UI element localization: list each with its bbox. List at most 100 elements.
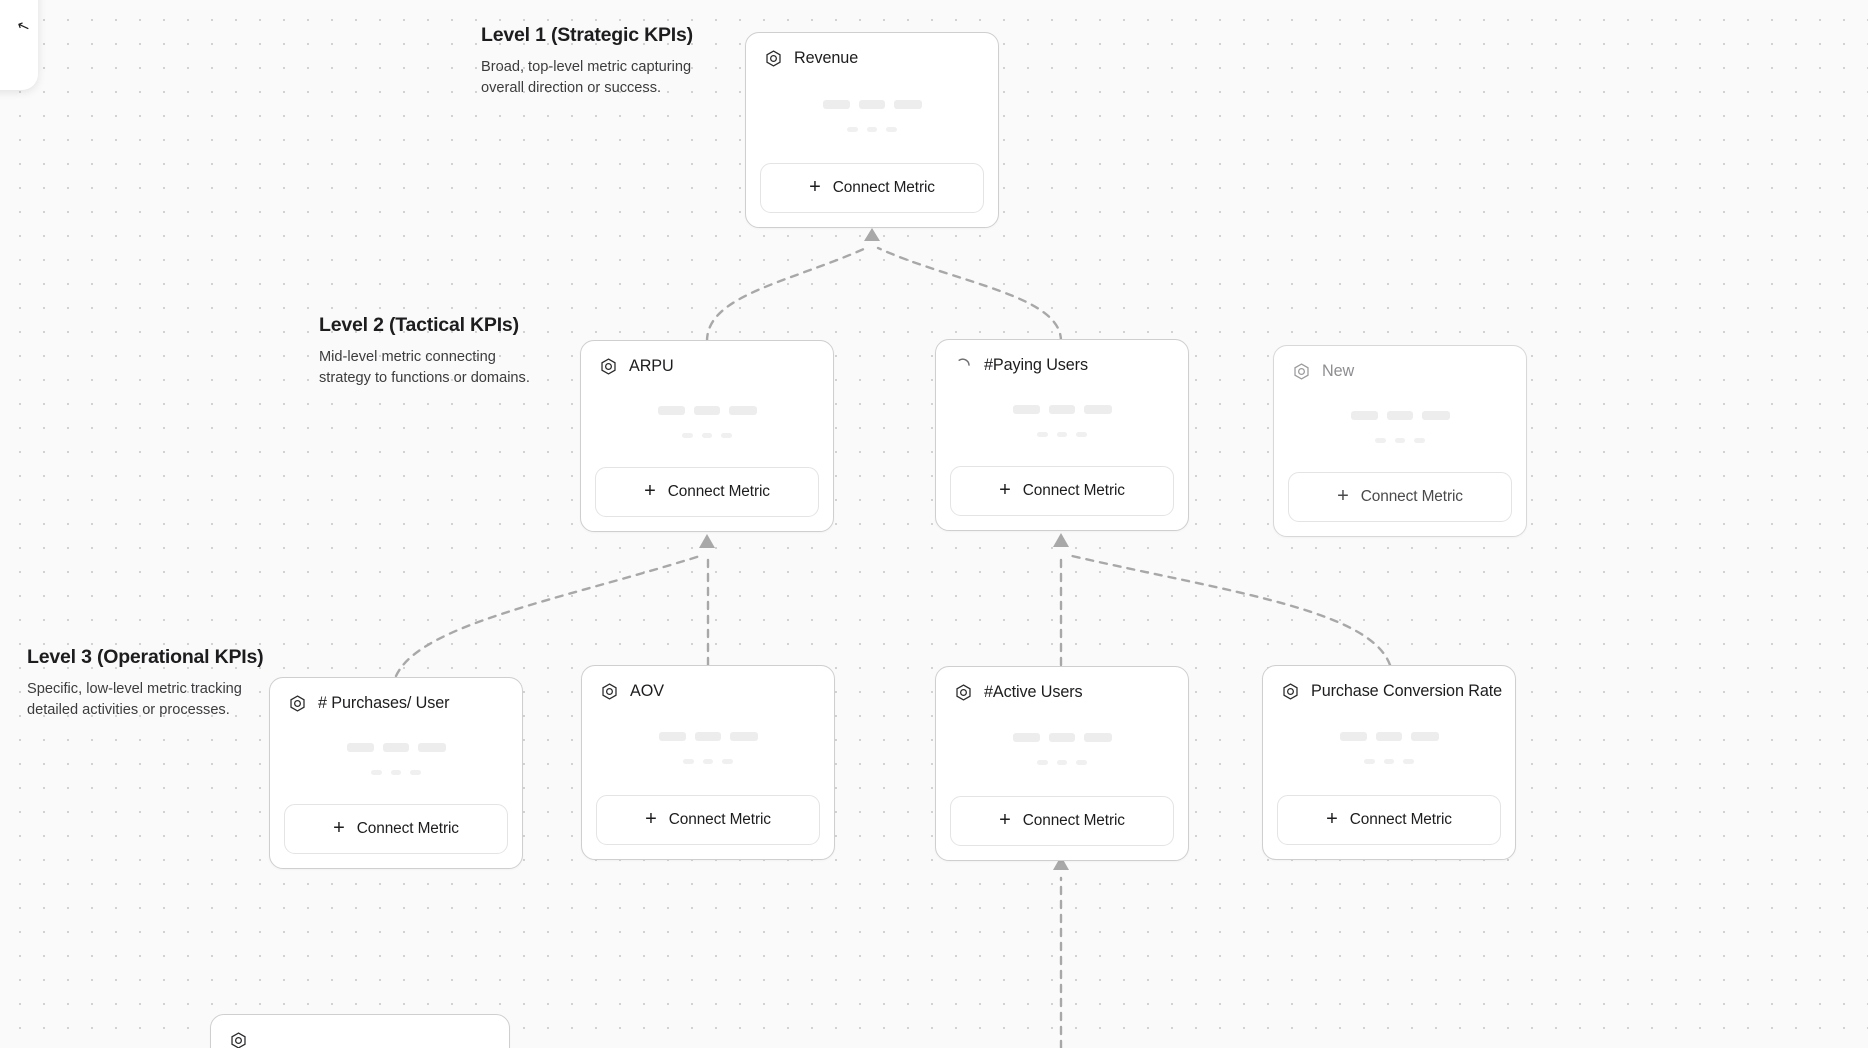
level-1-title: Level 1 (Strategic KPIs) xyxy=(481,24,693,46)
metric-card-paying-users[interactable]: #Paying Users + Connect Metric xyxy=(935,339,1189,531)
metric-card-new[interactable]: New + Connect Metric xyxy=(1273,345,1527,537)
card-title: Revenue xyxy=(794,49,859,67)
hexagon-metric-icon xyxy=(602,683,617,700)
skeleton-row-secondary xyxy=(683,759,733,764)
connect-metric-label: Connect Metric xyxy=(1360,488,1463,505)
level-3-label: Level 3 (Operational KPIs) Specific, low… xyxy=(27,646,264,721)
card-body-placeholder xyxy=(746,68,998,163)
skeleton-row-primary xyxy=(1012,404,1112,414)
skeleton-row-secondary xyxy=(1364,759,1414,764)
metric-card-purchase-conversion-rate[interactable]: Purchase Conversion Rate + Connect Metri… xyxy=(1262,665,1516,860)
card-title: #Paying Users xyxy=(984,356,1088,374)
card-title: New xyxy=(1322,362,1355,380)
arrowhead-arpu xyxy=(699,534,715,548)
plus-icon: + xyxy=(333,817,345,839)
card-body-placeholder xyxy=(1263,701,1515,795)
card-body-placeholder xyxy=(581,376,833,467)
connect-metric-button-aov[interactable]: + Connect Metric xyxy=(596,795,820,845)
card-body-placeholder xyxy=(936,375,1188,466)
connect-metric-button-new[interactable]: + Connect Metric xyxy=(1288,472,1512,522)
card-title: #Active Users xyxy=(984,683,1083,701)
connect-metric-label: Connect Metric xyxy=(832,179,935,196)
card-title: Purchase Conversion Rate xyxy=(1311,682,1503,700)
card-header: New xyxy=(1274,346,1526,381)
metric-card-active-users[interactable]: #Active Users + Connect Metric xyxy=(935,666,1189,861)
plus-icon: + xyxy=(809,176,821,198)
edge-purchases-to-arpu xyxy=(394,554,702,678)
hexagon-metric-icon xyxy=(601,358,616,375)
plus-icon: + xyxy=(1326,808,1338,830)
skeleton-row-secondary xyxy=(1037,760,1087,765)
hexagon-metric-icon xyxy=(1294,363,1309,380)
arrowhead-revenue xyxy=(864,228,880,241)
connect-metric-button-purchases-per-user[interactable]: + Connect Metric xyxy=(284,804,508,854)
card-header: Purchase Conversion Rate xyxy=(1263,666,1515,701)
skeleton-row-primary xyxy=(1012,733,1112,742)
plus-icon: + xyxy=(999,809,1011,831)
card-header xyxy=(211,1015,509,1048)
card-footer: + Connect Metric xyxy=(581,467,833,531)
arrowhead-paying-users xyxy=(1053,533,1069,547)
hexagon-metric-icon xyxy=(956,684,971,701)
card-footer: + Connect Metric xyxy=(270,804,522,868)
card-header: #Active Users xyxy=(936,667,1188,702)
hexagon-metric-icon xyxy=(1283,683,1298,700)
hexagon-metric-icon xyxy=(231,1032,246,1048)
level-2-label: Level 2 (Tactical KPIs) Mid-level metric… xyxy=(319,314,537,389)
connect-metric-button-paying-users[interactable]: + Connect Metric xyxy=(950,466,1174,516)
connect-metric-label: Connect Metric xyxy=(356,820,459,837)
connect-metric-button-purchase-conversion-rate[interactable]: + Connect Metric xyxy=(1277,795,1501,845)
card-footer: + Connect Metric xyxy=(746,163,998,227)
metric-card-aov[interactable]: AOV + Connect Metric xyxy=(581,665,835,860)
card-title: AOV xyxy=(630,682,664,700)
card-footer: + Connect Metric xyxy=(936,466,1188,530)
skeleton-row-primary xyxy=(822,99,922,109)
metric-card-offscreen-bottom[interactable] xyxy=(210,1014,510,1048)
level-2-title: Level 2 (Tactical KPIs) xyxy=(319,314,519,336)
card-footer: + Connect Metric xyxy=(1274,472,1526,536)
plus-icon: + xyxy=(644,480,656,502)
level-1-description: Broad, top-level metric capturing overal… xyxy=(481,59,692,96)
card-title: ARPU xyxy=(629,357,674,375)
skeleton-row-secondary xyxy=(847,126,897,132)
connect-metric-label: Connect Metric xyxy=(668,811,771,828)
connect-metric-button-active-users[interactable]: + Connect Metric xyxy=(950,796,1174,846)
level-2-description: Mid-level metric connecting strategy to … xyxy=(319,349,530,386)
card-footer: + Connect Metric xyxy=(936,796,1188,860)
card-footer: + Connect Metric xyxy=(582,795,834,859)
skeleton-row-primary xyxy=(346,742,446,752)
connect-metric-button-arpu[interactable]: + Connect Metric xyxy=(595,467,819,517)
floating-corner-panel[interactable]: ↖ xyxy=(0,0,38,90)
card-body-placeholder xyxy=(582,701,834,795)
card-header: # Purchases/ User xyxy=(270,678,522,713)
card-body-placeholder xyxy=(1274,381,1526,472)
loading-spinner-icon xyxy=(958,358,970,366)
hexagon-metric-icon xyxy=(290,695,305,712)
plus-icon: + xyxy=(1337,485,1349,507)
card-footer: + Connect Metric xyxy=(1263,795,1515,859)
connect-metric-label: Connect Metric xyxy=(1349,811,1452,828)
skeleton-row-primary xyxy=(657,405,757,415)
cursor-icon: ↖ xyxy=(15,16,33,37)
skeleton-row-secondary xyxy=(682,432,732,438)
skeleton-row-secondary xyxy=(371,769,421,775)
card-header: #Paying Users xyxy=(936,340,1188,375)
plus-icon: + xyxy=(999,479,1011,501)
skeleton-row-primary xyxy=(1339,732,1439,741)
card-header: ARPU xyxy=(581,341,833,376)
level-3-title: Level 3 (Operational KPIs) xyxy=(27,646,264,668)
card-header: Revenue xyxy=(746,33,998,68)
connect-metric-label: Connect Metric xyxy=(1022,812,1125,829)
skeleton-row-primary xyxy=(658,732,758,741)
connect-metric-button-revenue[interactable]: + Connect Metric xyxy=(760,163,984,213)
metric-card-purchases-per-user[interactable]: # Purchases/ User + Connect Metric xyxy=(269,677,523,869)
metric-card-revenue[interactable]: Revenue + Connect Metric xyxy=(745,32,999,228)
card-header: AOV xyxy=(582,666,834,701)
metric-card-arpu[interactable]: ARPU + Connect Metric xyxy=(580,340,834,532)
connect-metric-label: Connect Metric xyxy=(1022,482,1125,499)
level-1-label: Level 1 (Strategic KPIs) Broad, top-leve… xyxy=(481,24,699,99)
plus-icon: + xyxy=(645,808,657,830)
skeleton-row-secondary xyxy=(1375,437,1425,443)
edge-arpu-to-revenue xyxy=(705,246,868,343)
